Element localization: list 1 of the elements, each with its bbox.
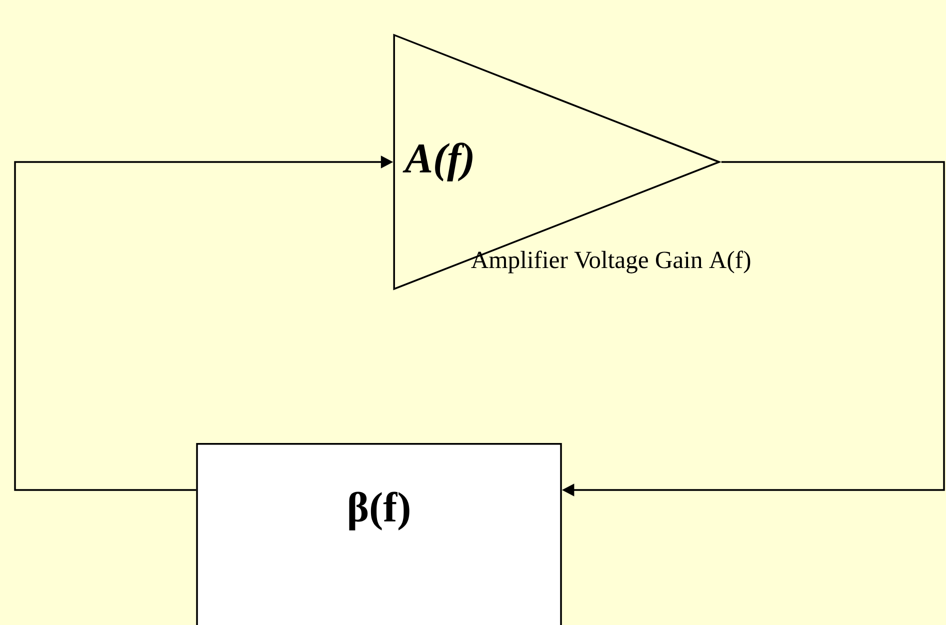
feedback-box: β(f) (196, 443, 562, 625)
